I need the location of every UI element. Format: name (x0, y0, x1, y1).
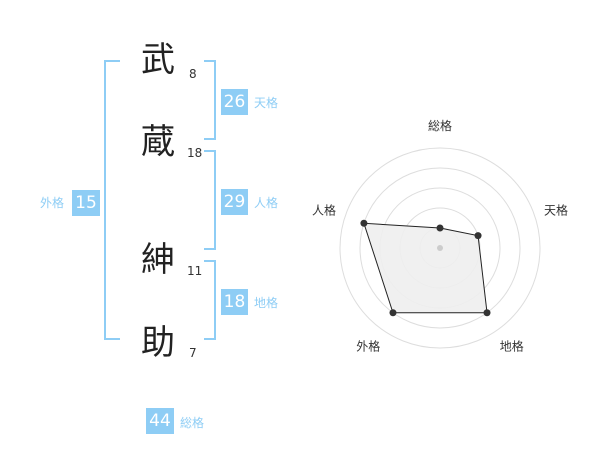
tenkaku-label: 天格 (254, 96, 279, 110)
radar-axis-label-1: 総格 (428, 118, 452, 133)
radar-grid-ring (359, 167, 521, 329)
soukaku-label: 総格 (180, 416, 205, 430)
name-char-3: 紳 (141, 240, 175, 280)
chikaku-label: 地格 (254, 296, 279, 310)
jinkaku-value: 29 (221, 189, 248, 215)
tenkaku-bracket-line (214, 60, 216, 140)
soukaku-value: 44 (146, 408, 174, 434)
radar-data-polygon (363, 222, 488, 314)
name-char-4: 助 (141, 323, 175, 363)
stroke-count-4: 7 (189, 346, 197, 360)
tenkaku-bracket-top (204, 60, 216, 62)
gaikaku-bracket-bottom (104, 338, 120, 340)
gaikaku-bracket-line (104, 60, 106, 340)
radar-axis-label-2: 天格 (544, 202, 568, 217)
jinkaku-bracket-line (214, 150, 216, 250)
tenkaku-bracket-bottom (204, 138, 216, 140)
radar-point-4 (389, 309, 397, 317)
chikaku-bracket-line (214, 260, 216, 340)
gaikaku-label: 外格 (40, 196, 65, 210)
radar-axis-label-3: 地格 (500, 339, 524, 354)
stroke-count-1: 8 (189, 67, 197, 81)
stroke-count-2: 18 (187, 146, 203, 160)
name-char-2: 蔵 (141, 122, 175, 162)
gaikaku-bracket-top (104, 60, 120, 62)
radar-center-dot (437, 245, 443, 251)
jinkaku-bracket-top (204, 150, 216, 152)
tenkaku-value: 26 (221, 89, 248, 115)
name-char-1: 武 (141, 40, 175, 80)
radar-grid-ring (339, 147, 541, 349)
radar-axis-label-5: 人格 (312, 202, 336, 217)
radar-point-2 (474, 232, 482, 240)
jinkaku-bracket-bottom (204, 248, 216, 250)
stroke-count-3: 11 (187, 264, 203, 278)
radar-data-points (360, 219, 491, 317)
gaikaku-value: 15 (72, 190, 100, 216)
radar-point-3 (483, 309, 491, 317)
radar-axis-label-4: 外格 (356, 339, 380, 354)
jinkaku-label: 人格 (254, 196, 279, 210)
radar-point-5 (360, 219, 368, 227)
radar-point-1 (436, 224, 444, 232)
chikaku-value: 18 (221, 289, 248, 315)
chikaku-bracket-bottom (204, 338, 216, 340)
chikaku-bracket-top (204, 260, 216, 262)
